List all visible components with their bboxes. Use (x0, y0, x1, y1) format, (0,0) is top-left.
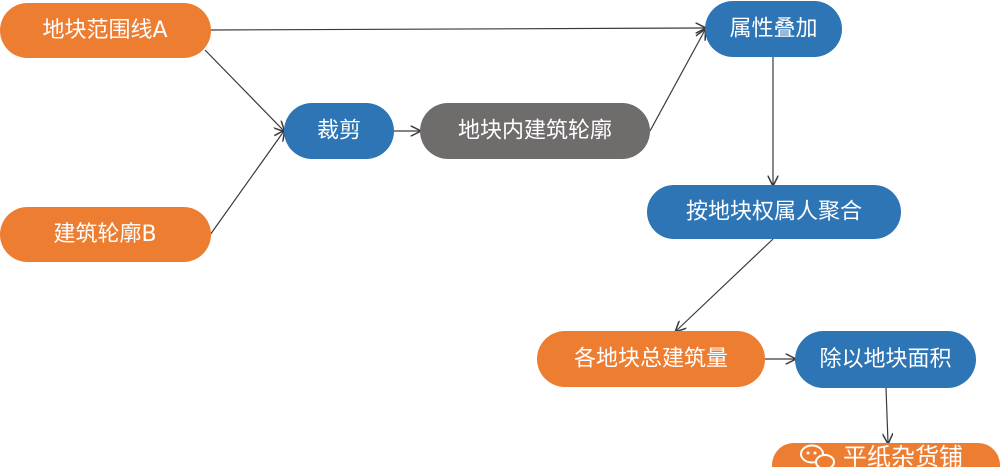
node-building-outline-b: 建筑轮廓B (0, 207, 211, 262)
node-land-boundary-a: 地块范围线A (0, 3, 211, 58)
svg-text:建筑轮廓B: 建筑轮廓B (53, 222, 156, 247)
svg-text:地块内建筑轮廓: 地块内建筑轮廓 (458, 119, 612, 144)
wechat-icon (800, 444, 835, 467)
svg-text:按地块权属人聚合: 按地块权属人聚合 (686, 200, 862, 225)
edge-outline-to-clip (209, 131, 284, 236)
node-clip: 裁剪 (284, 103, 394, 159)
node-buildings-in-parcel: 地块内建筑轮廓 (420, 103, 650, 159)
edge-buildings-to-overlay (649, 30, 705, 132)
svg-text:地块范围线A: 地块范围线A (42, 18, 167, 43)
node-total-building-area: 各地块总建筑量 (537, 331, 765, 387)
edges (204, 28, 888, 443)
svg-text:除以地块面积: 除以地块面积 (819, 347, 951, 372)
svg-text:裁剪: 裁剪 (317, 119, 361, 144)
edge-boundary-to-overlay (209, 28, 705, 30)
edge-aggregate-to-total (676, 238, 774, 331)
svg-text:属性叠加: 属性叠加 (729, 17, 817, 42)
edge-divide-to-watermark (886, 387, 888, 443)
node-aggregate-by-owner: 按地块权属人聚合 (647, 185, 901, 239)
edge-boundary-to-clip (204, 49, 284, 131)
node-attribute-overlay: 属性叠加 (705, 1, 842, 57)
svg-text:各地块总建筑量: 各地块总建筑量 (574, 347, 728, 372)
watermark: 平纸杂货铺 (772, 443, 1000, 467)
watermark-text: 平纸杂货铺 (843, 443, 963, 467)
node-divide-by-parcel-area: 除以地块面积 (795, 331, 976, 388)
